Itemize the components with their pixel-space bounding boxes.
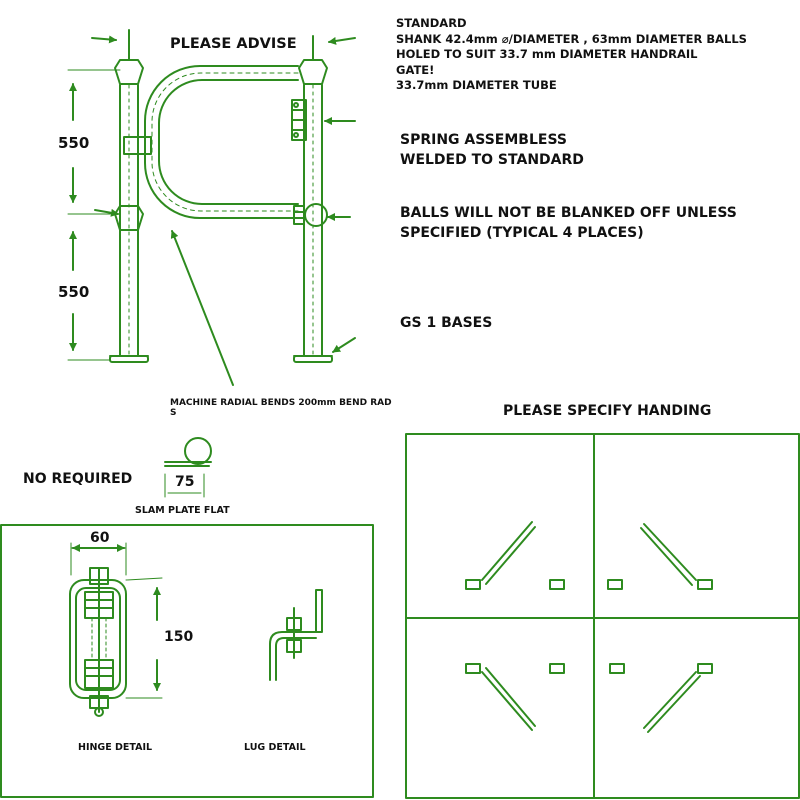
hinge-detail-icon — [69, 542, 163, 717]
no-required-label: NO REQUIRED — [23, 471, 133, 487]
note-line: WELDED TO STANDARD — [400, 152, 584, 168]
spec-line: GATE! — [396, 62, 435, 77]
spec-line: HOLED TO SUIT 33.7 mm DIAMETER HANDRAIL — [396, 47, 698, 61]
dimension-550-lower — [67, 231, 111, 361]
bends-note: MACHINE RADIAL BENDS 200mm BEND RAD S — [170, 398, 392, 418]
handing-option-1 — [465, 521, 565, 590]
note-line: BALLS WILL NOT BE BLANKED OFF UNLESS — [400, 205, 737, 221]
right-standard — [298, 35, 328, 357]
handing-title: PLEASE SPECIFY HANDING — [503, 403, 712, 419]
spec-line: STANDARD — [396, 16, 467, 30]
spring-assembly — [291, 99, 307, 141]
handing-option-3 — [465, 663, 565, 731]
lug-icon — [269, 589, 323, 681]
hinge-height-label: 150 — [164, 629, 194, 645]
hinge-width-label: 60 — [90, 530, 110, 546]
left-standard — [119, 29, 139, 357]
dimension-lower-label: 550 — [58, 283, 90, 301]
handing-frame — [405, 433, 800, 799]
hinge-detail-caption: HINGE DETAIL — [78, 742, 153, 753]
lug-detail-caption: LUG DETAIL — [244, 742, 306, 753]
gate-tube — [144, 65, 299, 219]
note-line: MACHINE RADIAL BENDS 200mm BEND RAD — [170, 398, 392, 408]
spec-notes: STANDARD SHANK 42.4mm ⌀/DIAMETER , 63mm … — [396, 16, 747, 94]
spec-line: SHANK 42.4mm ⌀/DIAMETER , 63mm DIAMETER … — [396, 31, 747, 46]
arrow-icon — [91, 35, 356, 386]
spec-line: 33.7mm DIAMETER TUBE — [396, 78, 557, 92]
slam-plate-caption: SLAM PLATE FLAT — [135, 505, 230, 516]
handing-option-2 — [607, 523, 713, 590]
note-line: S — [170, 408, 177, 418]
note-line: SPECIFIED (TYPICAL 4 PLACES) — [400, 225, 644, 241]
handing-option-4 — [609, 663, 713, 733]
dimension-upper-label: 550 — [58, 134, 90, 152]
detail-frame — [0, 524, 374, 798]
slam-width-label: 75 — [175, 474, 195, 490]
base-plate-icon — [109, 355, 333, 363]
please-advise-label: PLEASE ADVISE — [170, 36, 297, 52]
slam-plate-icon — [164, 437, 212, 498]
hinge-icon — [123, 136, 152, 155]
spring-note: SPRING ASSEMBLESS WELDED TO STANDARD — [400, 130, 584, 170]
balls-note: BALLS WILL NOT BE BLANKED OFF UNLESS SPE… — [400, 203, 737, 243]
note-line: SPRING ASSEMBLESS — [400, 132, 567, 148]
bases-note: GS 1 BASES — [400, 315, 493, 331]
